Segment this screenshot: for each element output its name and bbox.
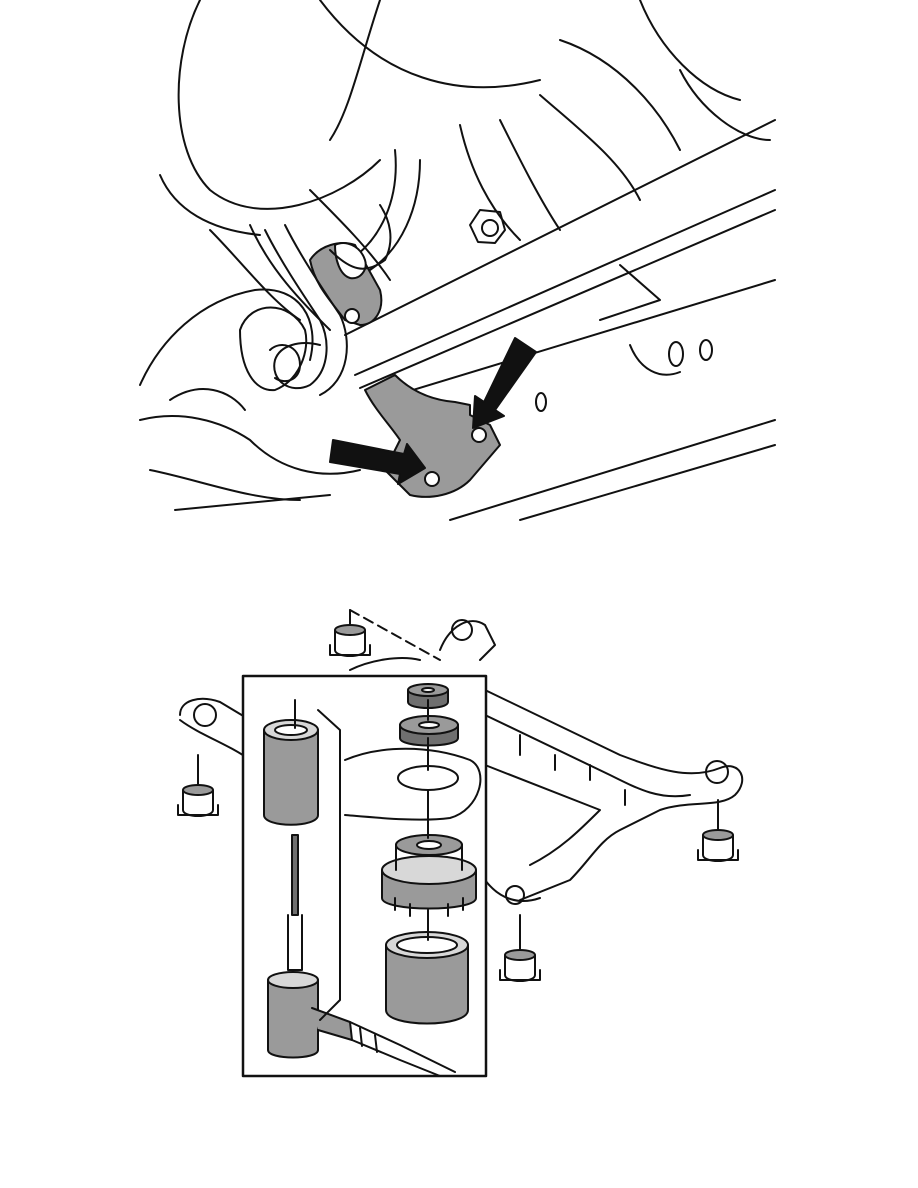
coil-spring-upper — [160, 0, 770, 330]
arrow-icon — [473, 338, 536, 428]
bushing-receiver-cup — [386, 932, 468, 1024]
arrow-icon — [330, 440, 425, 484]
assembly-line — [318, 710, 340, 1020]
bushing-press-cup — [382, 835, 476, 916]
rear-suspension-illustration — [0, 0, 918, 540]
guide-line — [350, 610, 440, 660]
bushing — [698, 800, 738, 861]
subframe — [180, 620, 742, 904]
subframe-bushing-illustration — [0, 560, 918, 1100]
bushing — [500, 915, 540, 981]
bushing — [330, 610, 370, 656]
wheel-knuckle — [140, 290, 360, 510]
tool-inset-panel — [243, 676, 486, 1076]
press-sleeve — [264, 700, 318, 825]
stabilizer-bar — [265, 205, 390, 395]
bolt-top — [470, 210, 505, 243]
cross-beam — [345, 120, 775, 520]
threaded-rod — [288, 835, 302, 970]
bushing-washer-large — [400, 716, 458, 746]
puller-body — [268, 972, 455, 1076]
mounting-plate — [365, 375, 500, 497]
bushing — [178, 755, 218, 816]
